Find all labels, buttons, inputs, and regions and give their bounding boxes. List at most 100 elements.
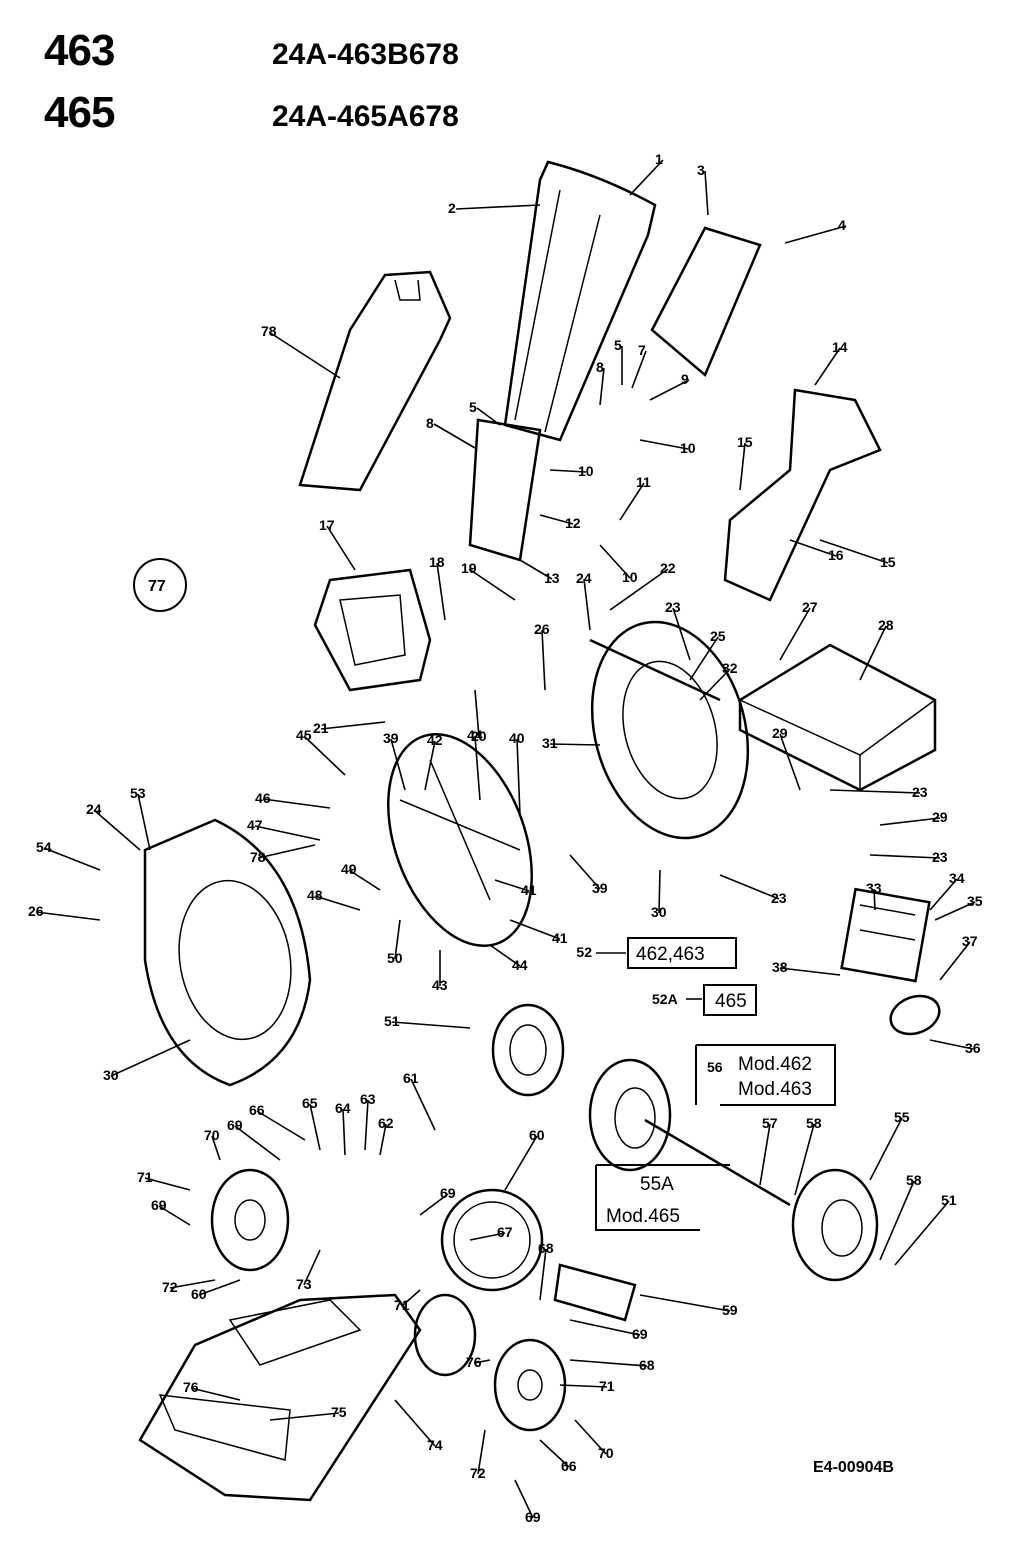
leader-line-16: [789, 539, 837, 557]
callout-51: 51: [384, 1013, 400, 1029]
leader-line-13: [519, 559, 553, 580]
callout-66: 66: [561, 1458, 577, 1474]
callout-68: 68: [639, 1357, 655, 1373]
callout-57: 57: [762, 1115, 778, 1131]
callout-76: 76: [466, 1354, 482, 1370]
leader-line-64: [342, 1108, 346, 1156]
box-462-463-text: 462,463: [636, 944, 705, 965]
skid-59-drawing: [553, 1263, 637, 1322]
callout-7: 7: [638, 342, 646, 358]
leader-line-39: [390, 738, 406, 791]
callout-41: 41: [552, 930, 568, 946]
callout-10: 10: [622, 569, 638, 585]
callout-42: 42: [427, 732, 443, 748]
leader-line-69: [158, 1205, 191, 1226]
hopper-chute-drawing: [468, 160, 657, 562]
leader-line-70: [574, 1419, 607, 1455]
callout-52A: 52A: [652, 991, 678, 1007]
leader-line-47: [254, 825, 321, 841]
callout-51: 51: [941, 1192, 957, 1208]
leader-line-71: [559, 1384, 608, 1388]
box-465-text: 465: [715, 991, 747, 1012]
callout-33: 33: [866, 880, 882, 896]
callout-40: 40: [509, 730, 525, 746]
callout-27: 27: [802, 599, 818, 615]
leader-line-26: [35, 911, 101, 921]
box-55A: 55A: [640, 1174, 674, 1195]
leader-line-30: [658, 869, 661, 914]
leader-line-36: [929, 1039, 974, 1050]
callout-78: 78: [261, 323, 277, 339]
leader-line-75: [269, 1412, 340, 1421]
frame-74-drawing: [138, 1293, 422, 1502]
diagram-reference: E4-00904B: [813, 1459, 894, 1476]
callout-26: 26: [28, 903, 44, 919]
leader-line-3: [704, 170, 709, 216]
kit-circle-77: [133, 558, 187, 612]
callout-71: 71: [137, 1169, 153, 1185]
leader-line-2: [455, 204, 541, 210]
callout-58: 58: [806, 1115, 822, 1131]
box-mod-462-463: [695, 1044, 836, 1106]
wheel-52A-drawing: [588, 1058, 672, 1172]
callout-64: 64: [335, 1100, 351, 1116]
box-55A-mod-465: [595, 1164, 730, 1231]
callout-24: 24: [86, 801, 102, 817]
callout-72: 72: [162, 1279, 178, 1295]
callout-11: 11: [636, 474, 651, 490]
callout-49: 49: [341, 861, 357, 877]
leader-line-72: [477, 1429, 486, 1475]
callout-68: 68: [538, 1240, 554, 1256]
leader-line-66: [539, 1439, 570, 1468]
callout-10: 10: [680, 440, 696, 456]
leader-line-19: [468, 568, 516, 601]
callout-16: 16: [828, 547, 844, 563]
callout-65: 65: [302, 1095, 318, 1111]
callout-45: 45: [296, 727, 312, 743]
leader-line-8: [599, 367, 605, 406]
callout-72: 72: [470, 1465, 486, 1481]
callout-5: 5: [614, 337, 622, 353]
leader-line-58: [794, 1123, 815, 1196]
callout-15: 15: [737, 434, 753, 450]
leader-line-78: [257, 844, 316, 859]
callout-70: 70: [598, 1445, 614, 1461]
callout-8: 8: [596, 359, 604, 375]
callout-43: 43: [432, 977, 448, 993]
leader-line-31: [549, 743, 601, 746]
callout-39: 39: [383, 730, 399, 746]
leader-line-23: [829, 789, 921, 794]
callout-78: 78: [250, 849, 266, 865]
callout-74: 74: [427, 1437, 443, 1453]
kit-ref-77: 77: [148, 578, 166, 595]
callout-54: 54: [36, 839, 52, 855]
callout-50: 50: [387, 950, 403, 966]
callout-73: 73: [296, 1276, 312, 1292]
leader-line-76: [473, 1359, 491, 1364]
leader-line-50: [394, 919, 401, 960]
callout-23: 23: [912, 784, 928, 800]
leader-line-8: [433, 423, 476, 449]
leader-line-15: [739, 442, 746, 491]
leader-line-33: [873, 888, 876, 911]
leader-line-63: [364, 1099, 369, 1151]
callout-47: 47: [247, 817, 263, 833]
callout-60: 60: [529, 1127, 545, 1143]
callout-63: 63: [360, 1091, 376, 1107]
callout-34: 34: [949, 870, 965, 886]
callout-37: 37: [962, 933, 978, 949]
callout-69: 69: [227, 1117, 243, 1133]
leader-line-26: [541, 629, 546, 691]
leader-line-45: [303, 735, 346, 776]
callout-23: 23: [932, 849, 948, 865]
callout-70: 70: [204, 1127, 220, 1143]
callout-62: 62: [378, 1115, 394, 1131]
box-mod-463: Mod.463: [738, 1079, 812, 1100]
callout-9: 9: [681, 371, 689, 387]
leader-line-17: [326, 525, 356, 571]
callout-23: 23: [665, 599, 681, 615]
callout-39: 39: [592, 880, 608, 896]
leader-line-25: [689, 636, 719, 681]
flap-drawing: [650, 226, 762, 378]
